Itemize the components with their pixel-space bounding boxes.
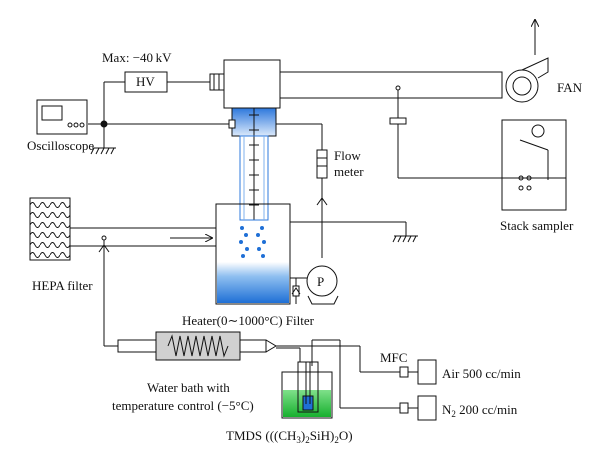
water-bath-label-2: temperature control (−5°C) [112,398,254,413]
discharge-tube [239,135,269,221]
stack-sampler [501,119,567,211]
hv-label: HV [136,74,155,89]
mfc-n2 [399,402,409,414]
electrode-housing [223,59,281,109]
air-cylinder [417,359,437,385]
heater-box [155,331,241,361]
hepa-filter-label: HEPA filter [32,278,93,293]
tmds-label: TMDS (((CH3)2SiH)2O) [226,428,353,445]
water-bath [281,371,333,419]
reaction-chamber [215,203,291,305]
spray-droplets [239,226,266,258]
heater-filter-label: Heater(0∼1000°C) Filter [182,313,315,328]
heater-coil-icon [167,334,229,358]
mfc-air [399,366,409,378]
fan-icon [505,57,549,103]
tmds-liquid [302,395,314,411]
electrode-clamp [228,119,236,129]
water-bath-label-1: Water bath with [147,380,230,395]
flow-meter [316,149,328,179]
ground-icon [90,147,116,155]
exhaust-duct [279,71,503,99]
flow-meter-label-1: Flow [334,148,361,163]
flow-meter-label-2: meter [334,164,364,179]
pump-label: P [317,274,324,289]
air-label: Air 500 cc/min [442,366,521,381]
max-voltage-label: Max: −40 kV [102,50,172,65]
n2-label: N2 200 cc/min [442,402,518,419]
mfc-label: MFC [380,350,407,365]
hv-connector [209,73,225,91]
stack-sampler-label: Stack sampler [500,218,574,233]
ground-icon [392,235,418,243]
n2-cylinder [417,395,437,421]
tmds-vial [297,361,319,413]
hepa-filter-icon [29,197,71,261]
chamber-water [217,262,289,303]
fan-label: FAN [557,80,583,95]
oscilloscope-label: Oscilloscope [27,138,94,153]
pump-icon [306,265,339,305]
oscilloscope-icon [36,99,88,135]
